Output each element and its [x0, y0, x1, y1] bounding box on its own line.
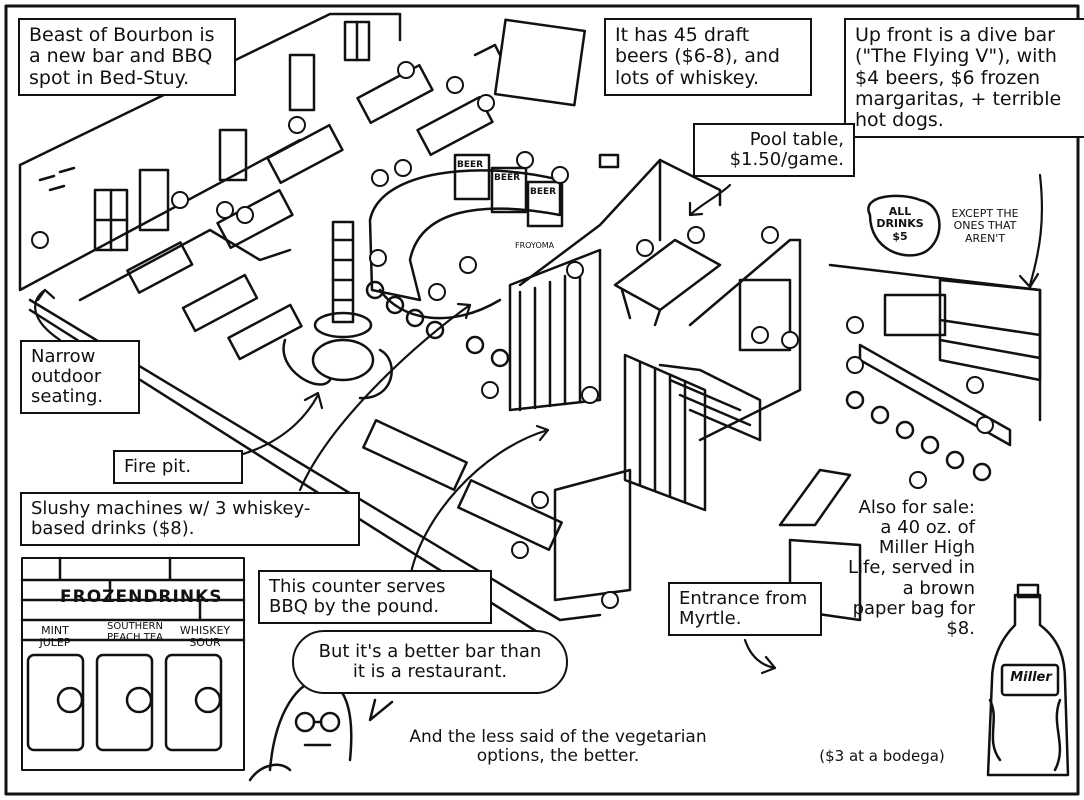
flavor-whiskey-sour: WHISKEY SOUR: [179, 624, 231, 650]
miller-caption: Also for sale: a 40 oz. of Miller High L…: [847, 497, 975, 639]
froyoma-sign: FROYOMA: [515, 241, 555, 250]
miller-bottle-label: Miller: [1010, 670, 1052, 685]
counter-caption: This counter serves BBQ by the pound.: [258, 570, 492, 625]
beer-board-3: BEER: [530, 187, 557, 197]
vegetarian-caption: And the less said of the vegetarian opti…: [409, 727, 707, 767]
beer-board-2: BEER: [494, 173, 521, 183]
entrance-caption: Entrance from Myrtle.: [668, 582, 822, 637]
bodega-caption: ($3 at a bodega): [819, 747, 945, 765]
all-drinks-sign: ALL DRINKS $5: [876, 205, 924, 243]
better-bar-speech-bubble: But it's a better bar than it is a resta…: [292, 630, 568, 695]
frozen-drinks-header: FROZENDRINKS: [60, 587, 223, 607]
slushy-caption: Slushy machines w/ 3 whiskey-based drink…: [20, 492, 360, 547]
outdoor-seating-caption: Narrow outdoor seating.: [20, 340, 140, 415]
beer-board-1: BEER: [457, 160, 484, 170]
dive-bar-caption: Up front is a dive bar ("The Flying V"),…: [844, 18, 1084, 139]
except-sign: EXCEPT THE ONES THAT AREN'T: [951, 207, 1019, 245]
flavor-mint-julep: MINT JULEP: [39, 624, 71, 650]
draft-beers-caption: It has 45 draft beers ($6-8), and lots o…: [604, 18, 812, 96]
pool-table-caption: Pool table, $1.50/game.: [693, 123, 855, 178]
intro-caption: Beast of Bourbon is a new bar and BBQ sp…: [18, 18, 236, 96]
flavor-southern-peach-tea: SOUTHERN PEACH TEA: [107, 621, 163, 644]
fire-pit-caption: Fire pit.: [113, 450, 243, 485]
